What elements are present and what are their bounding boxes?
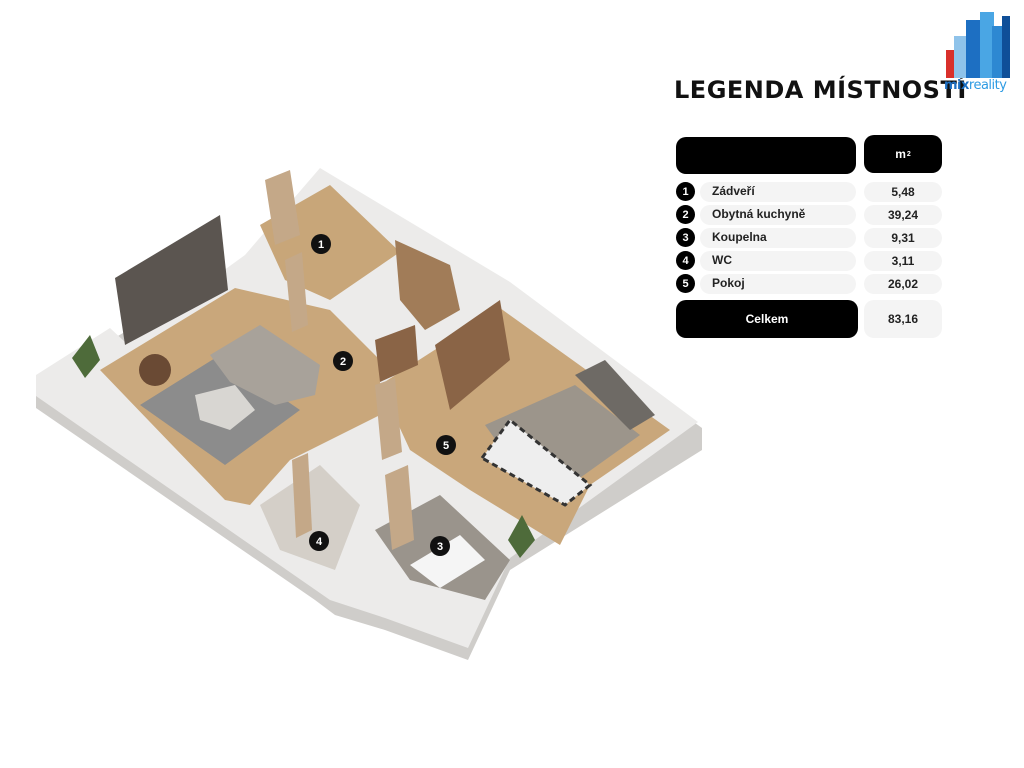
room-area: 3,11 bbox=[864, 251, 942, 271]
room-marker-3: 3 bbox=[430, 536, 450, 556]
bed-rug bbox=[479, 417, 593, 507]
svg-text:4: 4 bbox=[316, 536, 323, 548]
room-marker-5: 5 bbox=[436, 435, 456, 455]
armchair bbox=[139, 354, 171, 386]
legend-title: LEGENDA MÍSTNOSTÍ bbox=[674, 76, 967, 104]
room-number: 2 bbox=[676, 205, 695, 224]
bathtub bbox=[410, 535, 485, 588]
room-name: Pokoj bbox=[712, 276, 745, 290]
door-entrance bbox=[265, 170, 300, 245]
room-name: WC bbox=[712, 253, 732, 267]
window bbox=[115, 215, 228, 345]
room-name: Obytná kuchyně bbox=[712, 207, 806, 221]
logo-text: mixreality bbox=[944, 78, 1007, 93]
room-number: 5 bbox=[676, 274, 695, 293]
legend-row: 5 Pokoj 26,02 bbox=[676, 274, 942, 294]
mixreality-logo bbox=[946, 12, 1010, 78]
legend-header-name bbox=[676, 137, 856, 174]
svg-text:3: 3 bbox=[437, 541, 443, 553]
room-area: 9,31 bbox=[864, 228, 942, 248]
floor-plan-illustration: 1 2 5 4 3 bbox=[36, 168, 702, 660]
room-number: 3 bbox=[676, 228, 695, 247]
room-name: Koupelna bbox=[712, 230, 767, 244]
room-area: 26,02 bbox=[864, 274, 942, 294]
plant-left bbox=[72, 335, 100, 378]
plant-right bbox=[508, 515, 535, 558]
svg-text:2: 2 bbox=[340, 356, 346, 368]
room-marker-2: 2 bbox=[333, 351, 353, 371]
sofa bbox=[210, 325, 320, 405]
headboard bbox=[575, 360, 655, 430]
room-marker-1: 1 bbox=[311, 234, 331, 254]
door-wc bbox=[292, 453, 312, 538]
coffee-table bbox=[195, 385, 255, 430]
legend-row: 4 WC 3,11 bbox=[676, 251, 942, 271]
door-bathroom bbox=[385, 465, 414, 550]
total-label: Celkem bbox=[676, 300, 858, 338]
legend-row: 1 Zádveří 5,48 bbox=[676, 182, 942, 202]
room-number: 4 bbox=[676, 251, 695, 270]
room-number: 1 bbox=[676, 182, 695, 201]
room-name: Zádveří bbox=[712, 184, 755, 198]
svg-text:1: 1 bbox=[318, 239, 324, 251]
legend-row: 2 Obytná kuchyně 39,24 bbox=[676, 205, 942, 225]
room-area: 39,24 bbox=[864, 205, 942, 225]
svg-text:5: 5 bbox=[443, 440, 449, 452]
legend-row: 3 Koupelna 9,31 bbox=[676, 228, 942, 248]
total-value: 83,16 bbox=[864, 300, 942, 338]
room-marker-4: 4 bbox=[309, 531, 329, 551]
door-hallway bbox=[285, 252, 308, 332]
door-bedroom bbox=[375, 378, 402, 460]
room-area: 5,48 bbox=[864, 182, 942, 202]
wardrobe bbox=[435, 300, 510, 410]
fridge bbox=[375, 325, 418, 382]
kitchen-cabinets bbox=[395, 240, 460, 330]
